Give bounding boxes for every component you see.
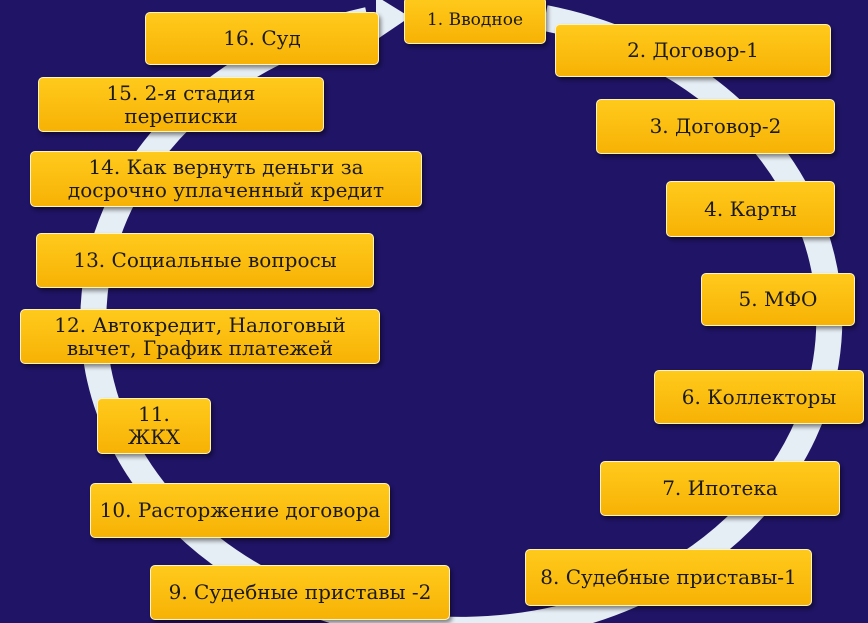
stage-2-box: 2. Договор-1 xyxy=(555,24,831,77)
stage-5-box: 5. МФО xyxy=(701,273,855,326)
stage-3-box: 3. Договор-2 xyxy=(596,99,835,154)
stage-9-box: 9. Судебные приставы -2 xyxy=(150,565,450,620)
stage-1-box: 1. Вводное xyxy=(404,0,546,44)
ring-arrowhead xyxy=(376,0,410,40)
stage-6-box: 6. Коллекторы xyxy=(654,370,864,424)
stage-8-box: 8. Судебные приставы-1 xyxy=(525,549,812,606)
stage-16-box: 16. Суд xyxy=(145,12,379,65)
stage-12-box: 12. Автокредит, Налоговый вычет, График … xyxy=(20,309,380,364)
stage-7-box: 7. Ипотека xyxy=(600,461,840,516)
stage-15-box: 15. 2-я стадия переписки xyxy=(38,77,324,132)
stage-14-box: 14. Как вернуть деньги за досрочно уплач… xyxy=(30,151,422,207)
stage-11-box: 11. ЖКХ xyxy=(97,398,211,454)
stage-4-box: 4. Карты xyxy=(666,181,835,237)
stage-10-box: 10. Расторжение договора xyxy=(90,483,390,538)
stage-13-box: 13. Социальные вопросы xyxy=(36,233,374,288)
